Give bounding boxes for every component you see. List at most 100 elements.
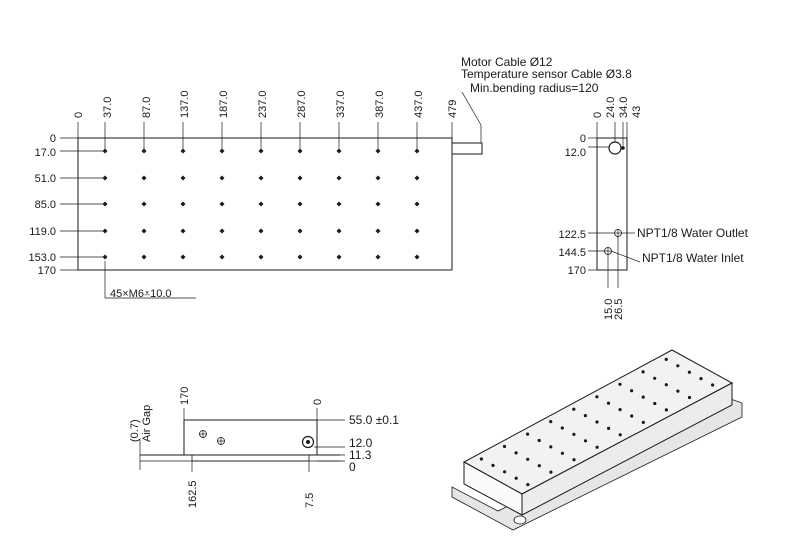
temp-cable-note: Temperature sensor Cable Ø3.8 [461, 67, 632, 81]
mounting-hole [297, 201, 303, 207]
mounting-hole [102, 148, 108, 154]
side-leftdim-1: 12.0 [565, 147, 586, 159]
air-gap-value: (0.7) [129, 419, 141, 442]
iso-mounting-hole [664, 357, 668, 361]
end-view-body [183, 419, 318, 456]
cable-notes: Motor Cable Ø12 Temperature sensor Cable… [461, 55, 632, 95]
mounting-hole [297, 254, 303, 260]
iso-mounting-hole [549, 445, 553, 449]
top-xdim-6: 287.0 [296, 90, 308, 118]
iso-mounting-hole [514, 451, 518, 455]
mounting-hole [219, 254, 225, 260]
mounting-hole [414, 254, 420, 260]
side-topdim-3: 43 [631, 106, 643, 118]
top-xdim-7: 337.0 [335, 90, 347, 118]
end-topdim-1: 0 [312, 399, 324, 405]
mounting-hole [219, 148, 225, 154]
mounting-hole [180, 254, 186, 260]
iso-mounting-hole [526, 457, 530, 461]
mounting-hole [258, 148, 264, 154]
mounting-hole [102, 175, 108, 181]
iso-mounting-hole [630, 414, 634, 418]
mounting-hole [180, 228, 186, 234]
cable-stub [451, 142, 483, 155]
iso-mounting-hole [526, 432, 530, 436]
iso-mounting-hole [641, 395, 645, 399]
mounting-hole [258, 175, 264, 181]
iso-mounting-hole [687, 370, 692, 374]
iso-mounting-hole [618, 408, 622, 412]
iso-mounting-hole [711, 383, 715, 387]
iso-mounting-hole [595, 445, 599, 449]
side-leftdim-4: 170 [568, 265, 586, 277]
side-view-outline [596, 137, 628, 271]
iso-mounting-hole [606, 401, 611, 405]
iso-mounting-hole [595, 395, 599, 399]
mounting-hole [141, 175, 147, 181]
iso-mounting-hole [676, 389, 680, 393]
end-rightdim-2: 11.3 [349, 448, 372, 462]
mounting-hole [297, 148, 303, 154]
mounting-hole [219, 201, 225, 207]
iso-mounting-hole [641, 420, 645, 424]
side-topdim-0: 0 [592, 112, 604, 118]
mounting-hole [180, 175, 186, 181]
mounting-hole [102, 228, 108, 234]
mounting-hole [102, 201, 108, 207]
iso-mounting-hole [514, 476, 518, 480]
motor-cable-note: Motor Cable Ø12 [461, 55, 553, 69]
end-rightdim-1: 12.0 [349, 436, 373, 450]
iso-mounting-hole [549, 420, 553, 424]
iso-mounting-hole [479, 457, 483, 461]
iso-mounting-hole [641, 370, 645, 374]
mounting-hole [375, 228, 381, 234]
top-view-outline [77, 137, 453, 271]
mounting-hole [258, 201, 264, 207]
iso-mounting-hole [560, 426, 564, 430]
mounting-hole [375, 201, 381, 207]
mounting-hole [414, 148, 420, 154]
iso-mounting-hole [653, 401, 657, 406]
end-view: 170 0 (0.7) Air Gap 55.0 ±0.1 12.0 11.3 … [129, 387, 399, 508]
mounting-hole [141, 228, 147, 234]
mounting-hole [141, 201, 147, 207]
iso-mounting-hole [676, 364, 680, 368]
iso-mounting-hole [572, 458, 576, 462]
mounting-hole [336, 175, 342, 181]
mounting-hole [414, 201, 420, 207]
iso-mounting-hole [526, 483, 530, 487]
mounting-hole [141, 254, 147, 260]
mounting-hole [336, 148, 342, 154]
top-ydim-1: 17.0 [35, 147, 56, 159]
end-bottomdim-1: 7.5 [304, 493, 316, 508]
mounting-hole [336, 228, 342, 234]
water-inlet-label: NPT1/8 Water Inlet [642, 251, 744, 265]
iso-mounting-hole [560, 451, 565, 455]
side-leftdim-2: 122.5 [558, 229, 586, 241]
mounting-hole [297, 228, 303, 234]
iso-mounting-hole [664, 408, 669, 412]
side-topdim-2: 34.0 [618, 97, 630, 118]
iso-mounting-hole [687, 395, 692, 400]
top-ydim-5: 153.0 [28, 252, 56, 264]
cable-port-icon [608, 141, 622, 155]
iso-mounting-hole [699, 377, 703, 381]
iso-mounting-hole [664, 383, 668, 387]
mounting-hole [375, 148, 381, 154]
iso-mounting-hole [583, 439, 588, 443]
side-view: 0 24.0 34.0 43 0 12.0 122.5 144.5 170 15… [558, 97, 748, 320]
side-topdim-1: 24.0 [605, 97, 617, 118]
mounting-hole [258, 228, 264, 234]
mounting-hole [297, 175, 303, 181]
iso-mounting-hole [537, 438, 541, 443]
top-xdim-8: 387.0 [374, 90, 386, 118]
side-leftdim-0: 0 [580, 133, 586, 145]
isometric-view [451, 349, 743, 531]
top-ydim-4: 119.0 [29, 226, 56, 238]
top-ydim-6: 170 [38, 265, 56, 277]
top-xdim-1: 37.0 [102, 97, 114, 118]
top-xdim-0: 0 [73, 112, 85, 118]
top-xdim-5: 237.0 [257, 90, 269, 118]
iso-mounting-hole [572, 407, 576, 411]
